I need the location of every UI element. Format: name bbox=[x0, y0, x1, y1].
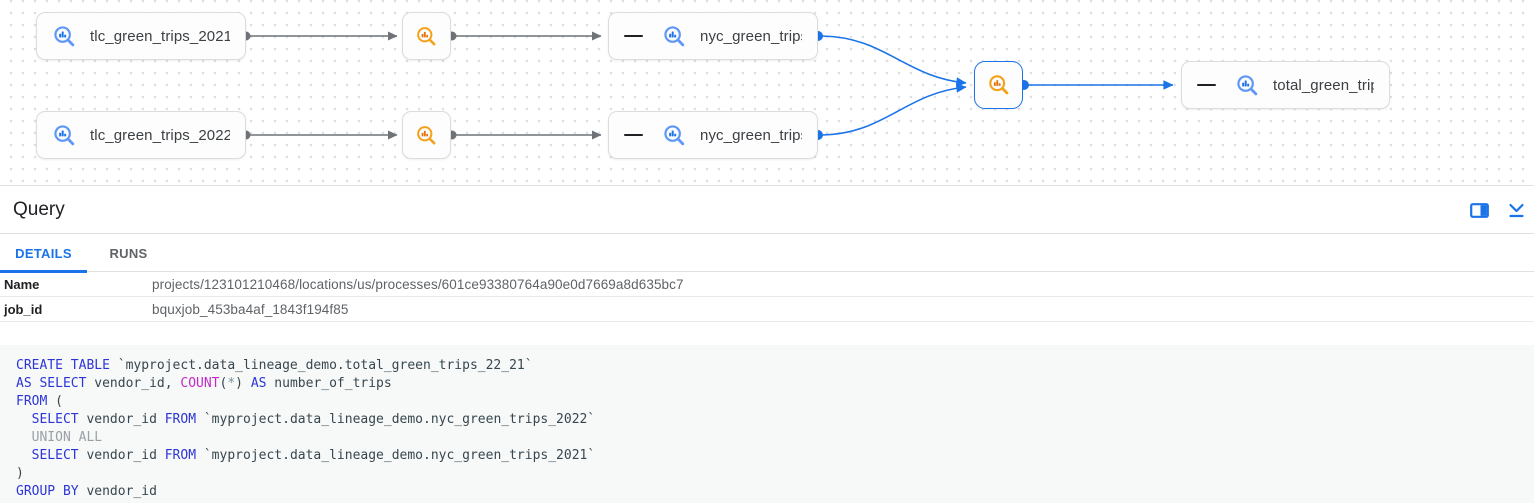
tab-details[interactable]: DETAILS bbox=[0, 234, 87, 273]
sql-code-line: AS SELECT vendor_id, COUNT(*) AS number_… bbox=[16, 376, 392, 391]
open-side-panel-button[interactable] bbox=[1469, 202, 1489, 222]
node-label: total_green_trip… bbox=[1273, 76, 1374, 94]
sql-code-line: CREATE TABLE `myproject.data_lineage_dem… bbox=[16, 358, 533, 373]
node-total-green-trips[interactable]: total_green_trip… bbox=[1181, 61, 1390, 109]
field-row-name: Name projects/123101210468/locations/us/… bbox=[0, 272, 1534, 297]
sql-code-line: UNION ALL bbox=[16, 430, 103, 445]
node-label: tlc_green_trips_2022 bbox=[90, 126, 230, 144]
node-process-2[interactable] bbox=[402, 111, 451, 159]
collapse-chevron-icon bbox=[1508, 203, 1525, 222]
bigquery-table-icon bbox=[1235, 73, 1260, 98]
bigquery-table-icon bbox=[662, 123, 687, 148]
panel-title: Query bbox=[13, 199, 65, 220]
node-nyc-green-trips-2022[interactable]: nyc_green_trips… bbox=[608, 111, 818, 159]
side-panel-icon bbox=[1469, 203, 1489, 221]
node-process-selected[interactable] bbox=[974, 61, 1023, 109]
sql-query-code: CREATE TABLE `myproject.data_lineage_dem… bbox=[0, 345, 1534, 503]
bigquery-process-icon bbox=[415, 25, 438, 48]
panel-header: Query bbox=[0, 187, 1534, 234]
sql-code-line: SELECT vendor_id FROM `myproject.data_li… bbox=[31, 448, 596, 463]
bigquery-process-icon bbox=[987, 73, 1011, 97]
node-tlc-green-trips-2021[interactable]: tlc_green_trips_2021 bbox=[36, 12, 246, 60]
collapse-minus-icon[interactable] bbox=[1197, 83, 1216, 87]
panel-actions bbox=[1469, 202, 1526, 222]
sql-code-line: ) bbox=[16, 466, 24, 481]
bigquery-table-icon bbox=[662, 24, 687, 49]
field-row-job-id: job_id bquxjob_453ba4af_1843f194f85 bbox=[0, 297, 1534, 322]
collapse-minus-icon[interactable] bbox=[624, 34, 643, 38]
collapse-panel-button[interactable] bbox=[1506, 202, 1526, 222]
sql-code-line: SELECT vendor_id FROM `myproject.data_li… bbox=[31, 412, 596, 427]
field-value: bquxjob_453ba4af_1843f194f85 bbox=[152, 301, 349, 317]
field-value: projects/123101210468/locations/us/proce… bbox=[152, 276, 684, 292]
bigquery-process-icon bbox=[415, 124, 438, 147]
collapse-minus-icon[interactable] bbox=[624, 133, 643, 137]
field-label: Name bbox=[4, 276, 40, 292]
sql-code-line: FROM ( bbox=[16, 394, 63, 409]
field-label: job_id bbox=[4, 301, 43, 317]
panel-tabs: DETAILS RUNS bbox=[0, 234, 1534, 273]
tab-runs[interactable]: RUNS bbox=[87, 234, 170, 272]
node-nyc-green-trips-2021[interactable]: nyc_green_trips… bbox=[608, 12, 818, 60]
node-label: tlc_green_trips_2021 bbox=[90, 27, 230, 45]
bigquery-table-icon bbox=[52, 123, 77, 148]
node-label: nyc_green_trips… bbox=[700, 27, 802, 45]
bigquery-table-icon bbox=[52, 24, 77, 49]
lineage-graph-canvas[interactable]: tlc_green_trips_2021 bbox=[0, 0, 1534, 186]
lineage-edge-selected bbox=[821, 35, 967, 87]
detail-fields: Name projects/123101210468/locations/us/… bbox=[0, 272, 1534, 322]
node-tlc-green-trips-2022[interactable]: tlc_green_trips_2022 bbox=[36, 111, 246, 159]
sql-code-line: GROUP BY vendor_id bbox=[16, 484, 157, 499]
lineage-edge-selected bbox=[821, 83, 967, 136]
node-process-1[interactable] bbox=[402, 12, 451, 60]
node-label: nyc_green_trips… bbox=[700, 126, 802, 144]
